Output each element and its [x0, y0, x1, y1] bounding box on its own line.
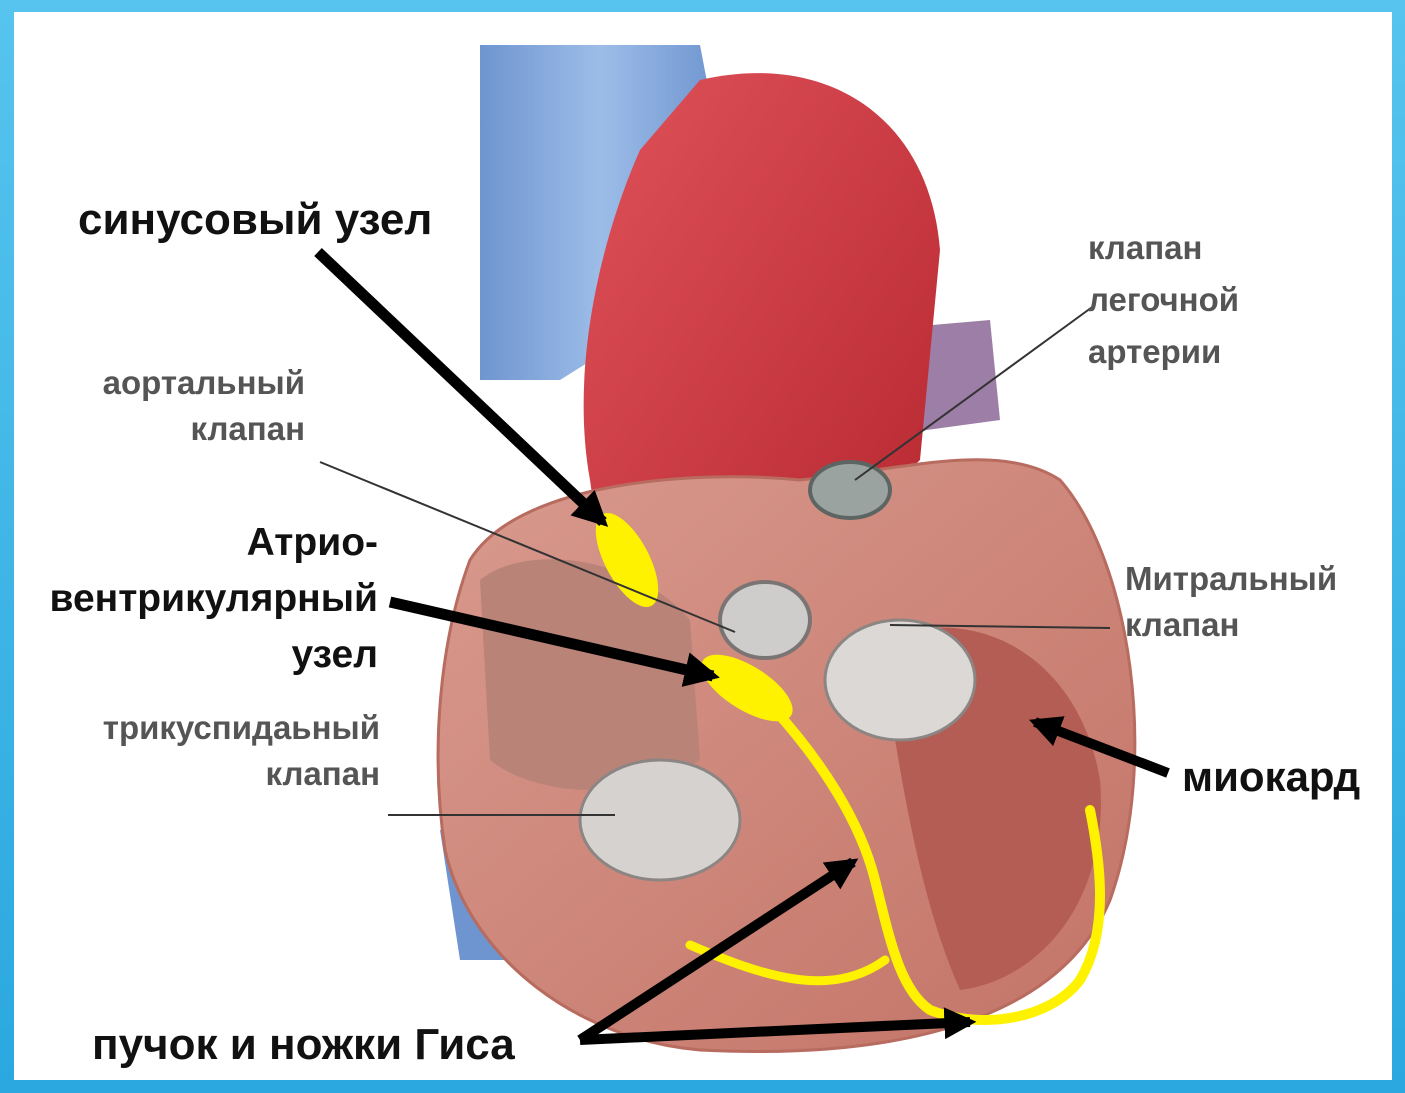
label-mitral-valve-line1: Митральный — [1125, 556, 1337, 602]
label-av-node-line2: вентрикулярный — [0, 571, 378, 627]
label-tricuspid-valve-line2: клапан — [20, 751, 380, 797]
label-pulmonary-valve-line1: клапан — [1088, 222, 1239, 274]
label-aortic-valve-line2: клапан — [40, 406, 305, 452]
label-tricuspid-valve: трикуспидаьный клапан — [20, 705, 380, 797]
label-av-node-line1: Атрио- — [0, 515, 378, 571]
tricuspid-valve — [580, 760, 740, 880]
mitral-valve — [825, 620, 975, 740]
label-pulmonary-valve: клапан легочной артерии — [1088, 222, 1239, 378]
label-tricuspid-valve-line1: трикуспидаьный — [20, 705, 380, 751]
pulmonary-valve — [810, 462, 890, 518]
label-av-node-line3: узел — [0, 627, 378, 683]
aortic-valve — [720, 582, 810, 658]
label-pulmonary-valve-line3: артерии — [1088, 326, 1239, 378]
label-aortic-valve-line1: аортальный — [40, 360, 305, 406]
label-pulmonary-valve-line2: легочной — [1088, 274, 1239, 326]
label-aortic-valve: аортальный клапан — [40, 360, 305, 452]
label-mitral-valve-line2: клапан — [1125, 602, 1337, 648]
label-mitral-valve: Митральный клапан — [1125, 556, 1337, 648]
label-av-node: Атрио- вентрикулярный узел — [0, 515, 378, 683]
label-his-bundle: пучок и ножки Гиса — [92, 1020, 515, 1070]
label-sinus-node: синусовый узел — [78, 195, 432, 245]
label-myocardium: миокард — [1182, 752, 1360, 802]
